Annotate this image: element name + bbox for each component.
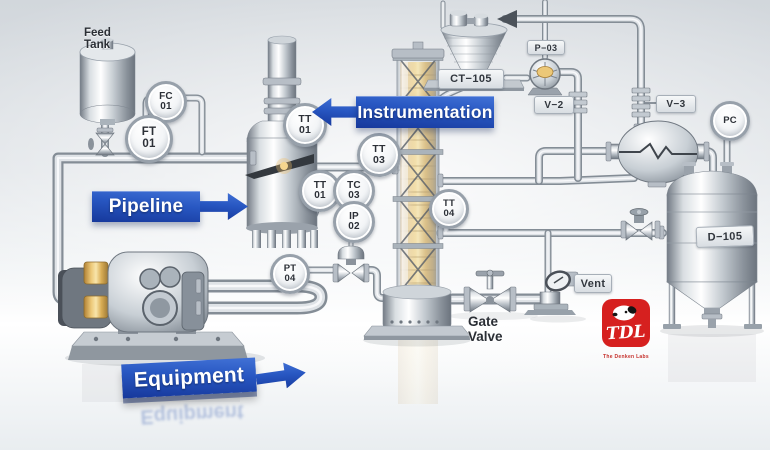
tag-v-3: V−3: [656, 95, 696, 113]
equipment-banner: Equipment: [121, 357, 257, 399]
control-valve-actuator: [337, 245, 365, 260]
logo-caption: The Denken Labs: [603, 354, 649, 360]
pipeline-banner: Pipeline: [92, 191, 200, 222]
instrument-pc: PC: [710, 101, 750, 141]
tdl-logo-mark: TDL: [602, 299, 650, 347]
weld-seam-zigzag: [619, 142, 697, 160]
p03-sight-glass: [536, 66, 554, 78]
logo-mascot-nose: [612, 312, 618, 317]
feed-valve-handwheel: [88, 138, 94, 150]
sight-glass-wedge: [245, 154, 314, 179]
tag-v-2: V−2: [534, 96, 574, 114]
valve-v3: [631, 87, 651, 118]
logo-monogram: TDL: [606, 322, 647, 345]
vent-assembly: [524, 270, 579, 315]
feed-tank-label: Feed Tank: [84, 27, 111, 52]
tag-vent: Vent: [574, 274, 612, 293]
flow-arrowhead: [497, 10, 517, 28]
control-valve-ip02: [332, 245, 370, 283]
gate-valve: [463, 269, 517, 313]
tag-d-105: D−105: [695, 224, 755, 249]
exchanger-sphere: [605, 120, 710, 188]
v2-riser-pipe: [559, 72, 578, 178]
pump: [58, 251, 248, 360]
logo-mascot-ear: [627, 306, 637, 314]
pump-coupling-gold-upper: [83, 261, 109, 285]
gate-valve-label: Gate Valve: [468, 314, 503, 344]
flame-glow: [280, 162, 288, 170]
feed-tank: [79, 38, 136, 156]
tag-p-03: P−03: [527, 40, 565, 55]
pump-p03: [527, 58, 563, 96]
globe-valve-d105: [620, 208, 661, 241]
column-bracing: [398, 57, 438, 294]
tdl-logo: TDL The Denken Labs: [602, 299, 650, 360]
pump-coupling-gold-lower: [83, 295, 109, 319]
instrumentation-banner: Instrumentation: [356, 96, 494, 128]
logo-mascot-eye: [624, 310, 628, 314]
tag-ct-105: CT−105: [438, 69, 504, 89]
